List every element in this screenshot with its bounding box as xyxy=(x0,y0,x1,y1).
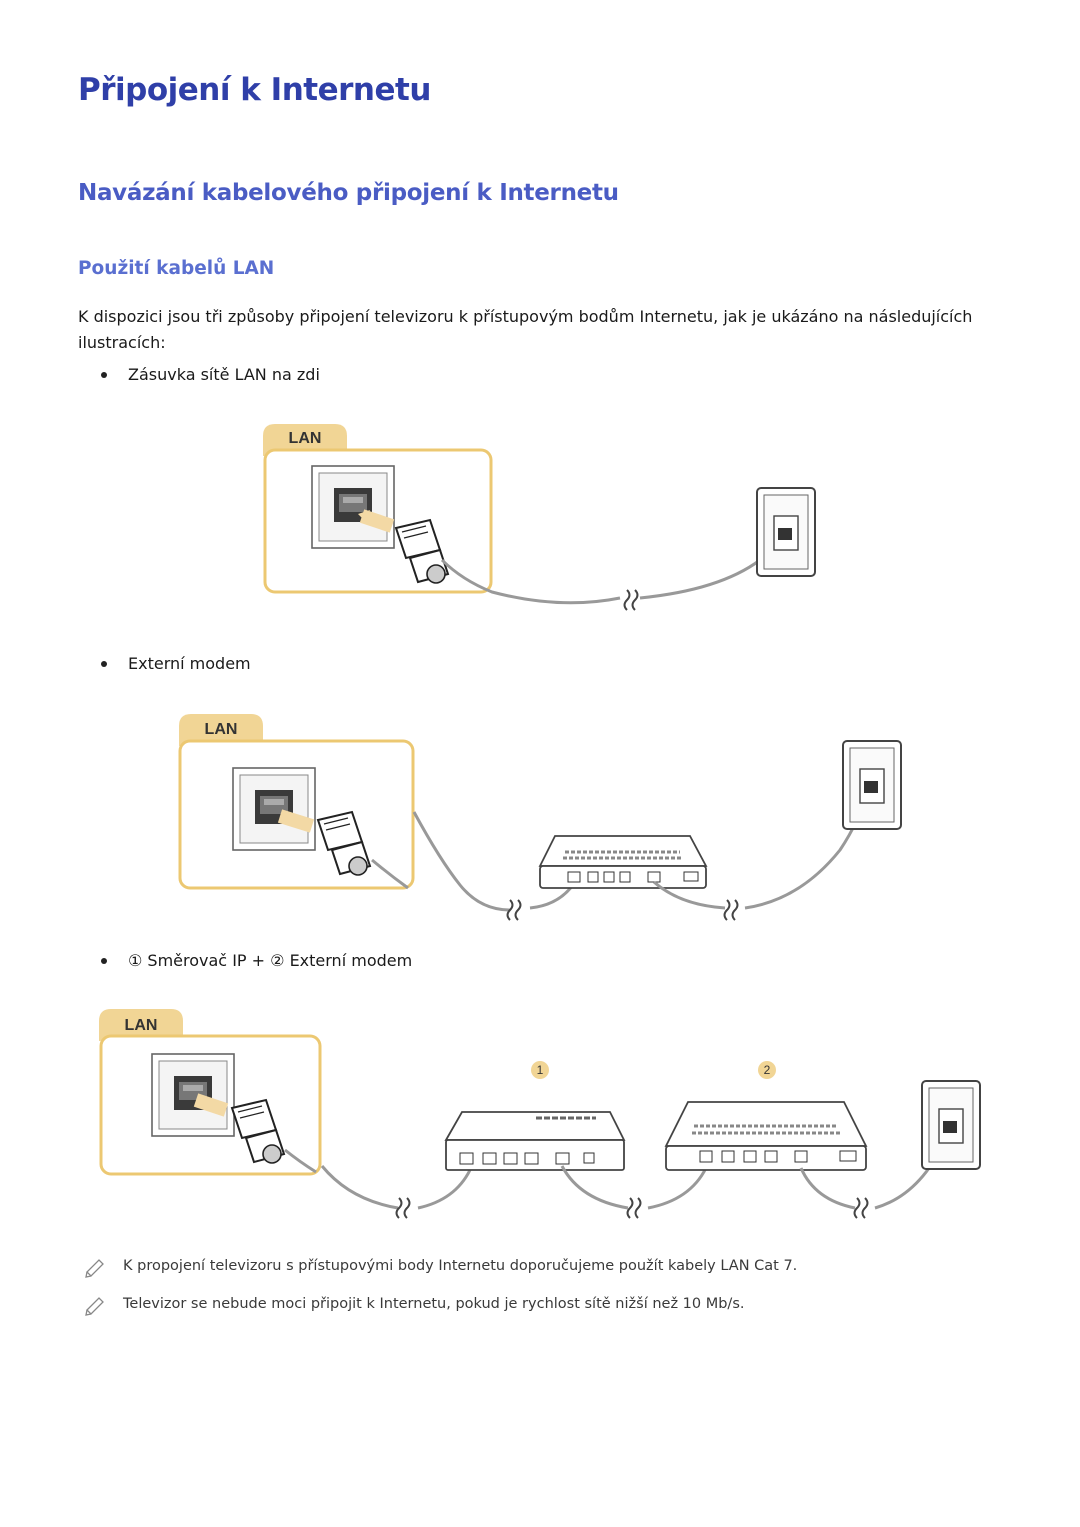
note-text-cat7: K propojení televizoru s přístupovými bo… xyxy=(123,1258,798,1274)
svg-text:LAN: LAN xyxy=(205,721,238,738)
bullet-dot xyxy=(101,958,107,964)
wall-socket-icon xyxy=(311,465,395,549)
bullet-item: Externí modem xyxy=(101,653,251,675)
modem-number-badge xyxy=(758,1061,776,1079)
diagram-wall-socket: LAN xyxy=(263,424,816,611)
bullet-text-router-modem: ① Směrovač IP + ② Externí modem xyxy=(128,951,413,970)
diagram-router-and-modem: LAN 1 2 xyxy=(99,1009,981,1219)
diagram-external-modem: LAN xyxy=(178,714,902,921)
svg-text:2: 2 xyxy=(764,1063,771,1077)
page-title: Připojení k Internetu xyxy=(78,72,431,108)
modem-icon xyxy=(538,835,708,889)
wall-socket-icon xyxy=(232,767,316,851)
wall-socket-icon xyxy=(151,1053,235,1137)
svg-text:LAN: LAN xyxy=(125,1017,158,1034)
wall-socket-icon xyxy=(756,487,816,577)
wall-socket-icon xyxy=(842,740,902,830)
bullet-dot xyxy=(101,661,107,667)
cable-break-icon xyxy=(853,1197,869,1219)
bullet-item: Zásuvka sítě LAN na zdi xyxy=(101,364,320,386)
bullet-text-external-modem: Externí modem xyxy=(128,654,251,673)
note-text-speed: Televizor se nebude moci připojit k Inte… xyxy=(123,1296,745,1312)
bullet-item: ① Směrovač IP + ② Externí modem xyxy=(101,950,413,972)
section-title: Navázání kabelového připojení k Internet… xyxy=(78,180,619,206)
router-icon xyxy=(444,1111,626,1171)
lan-tab-label: LAN xyxy=(289,430,322,447)
cable-break-icon xyxy=(506,899,522,921)
cable-break-icon xyxy=(623,589,639,611)
subsection-title: Použití kabelů LAN xyxy=(78,258,275,279)
cable-break-icon xyxy=(395,1197,411,1219)
router-number-badge xyxy=(531,1061,549,1079)
pencil-note-icon xyxy=(85,1297,104,1316)
intro-paragraph: K dispozici jsou tři způsoby připojení t… xyxy=(78,307,973,352)
wall-socket-icon xyxy=(921,1080,981,1170)
modem-icon xyxy=(664,1101,868,1171)
cable-break-icon xyxy=(723,899,739,921)
bullet-text-wall-socket: Zásuvka sítě LAN na zdi xyxy=(128,365,320,384)
cable-break-icon xyxy=(626,1197,642,1219)
svg-text:1: 1 xyxy=(537,1063,544,1077)
pencil-note-icon xyxy=(85,1259,104,1278)
bullet-dot xyxy=(101,372,107,378)
